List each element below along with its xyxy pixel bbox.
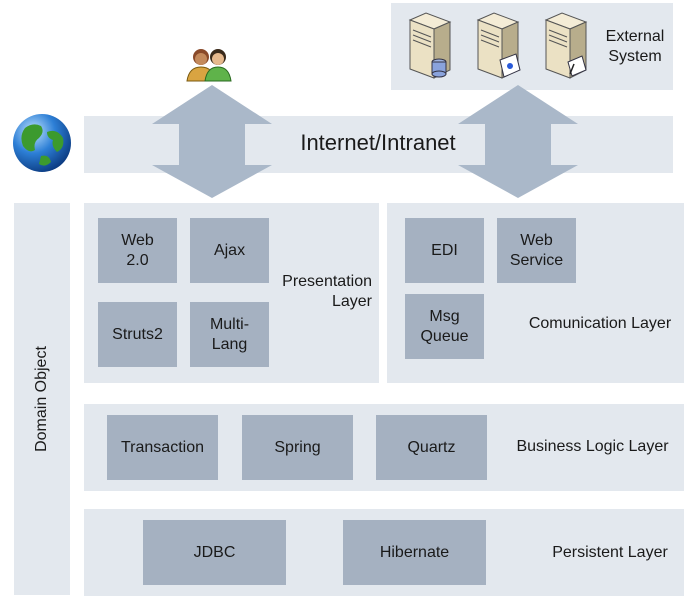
internet-band	[84, 85, 673, 198]
domain-object-label: Domain Object	[33, 346, 50, 452]
users-icon	[186, 49, 232, 82]
internet-label: Internet/Intranet	[300, 130, 456, 155]
business-logic-layer-label: Business Logic Layer	[516, 438, 669, 455]
persistent-layer-label: Persistent Layer	[552, 544, 668, 561]
ajax-box: Ajax	[190, 218, 269, 283]
web-service-box: Web Service	[497, 218, 576, 283]
multi-lang-box: Multi- Lang	[190, 302, 269, 367]
up-arrow-left	[152, 85, 272, 198]
server-document-icon	[544, 12, 588, 79]
struts2-box: Struts2	[98, 302, 177, 367]
external-system-label: External System	[605, 28, 665, 65]
up-arrow-right	[458, 85, 578, 198]
communication-layer-label: Comunication Layer	[528, 315, 672, 332]
jdbc-box: JDBC	[143, 520, 286, 585]
transaction-box: Transaction	[107, 415, 218, 480]
domain-object-label-wrap: Domain Object	[14, 203, 70, 595]
hibernate-box: Hibernate	[343, 520, 486, 585]
server-web-icon	[476, 12, 521, 79]
presentation-layer-label: Presentation Layer	[282, 273, 372, 310]
msg-queue-box: Msg Queue	[405, 294, 484, 359]
edi-box: EDI	[405, 218, 484, 283]
globe-icon	[13, 114, 71, 172]
domain-object-panel	[14, 203, 70, 595]
server-database-icon	[408, 12, 452, 79]
quartz-box: Quartz	[376, 415, 487, 480]
web20-box: Web 2.0	[98, 218, 177, 283]
spring-box: Spring	[242, 415, 353, 480]
